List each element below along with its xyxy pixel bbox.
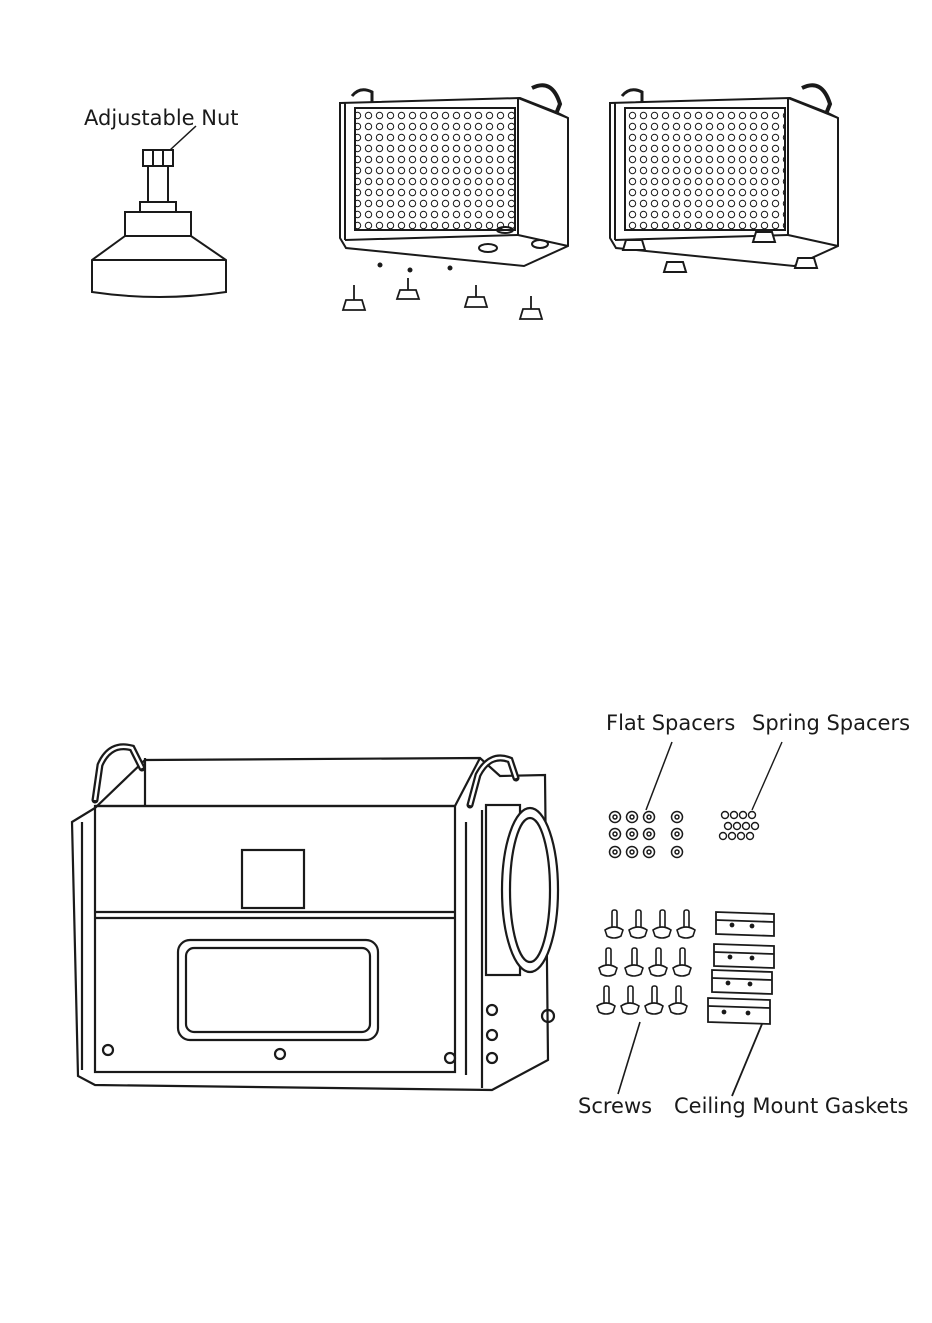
unit-without-feet-illustration xyxy=(340,85,568,271)
screw xyxy=(649,948,667,976)
screw xyxy=(669,986,687,1014)
loose-feet-illustration xyxy=(343,278,542,319)
flat-spacer xyxy=(610,829,621,840)
flat-spacer xyxy=(610,847,621,858)
flat-spacer xyxy=(644,829,655,840)
adjustable-foot-illustration xyxy=(92,126,226,297)
loose-foot-4 xyxy=(520,296,542,319)
label-ceiling-mount-gaskets: Ceiling Mount Gaskets xyxy=(674,1096,909,1117)
screw xyxy=(677,910,695,938)
screw xyxy=(629,910,647,938)
flat-spacer xyxy=(672,829,683,840)
flat-spacer xyxy=(627,812,638,823)
gasket xyxy=(714,944,774,968)
loose-foot-1 xyxy=(343,285,365,310)
label-screws: Screws xyxy=(578,1096,652,1117)
screws-illustration xyxy=(597,910,695,1094)
ceiling-mount-gaskets-illustration xyxy=(708,912,774,1096)
flat-spacer xyxy=(610,812,621,823)
unit-with-feet-illustration xyxy=(610,85,838,272)
screw xyxy=(653,910,671,938)
spring-spacers-illustration xyxy=(720,742,783,840)
loose-foot-3 xyxy=(465,285,487,307)
label-adjustable-nut: Adjustable Nut xyxy=(84,108,239,129)
loose-foot-2 xyxy=(397,278,419,299)
gasket xyxy=(712,970,772,994)
screw xyxy=(597,986,615,1014)
dehumidifier-front-illustration xyxy=(72,747,558,1090)
flat-spacer xyxy=(627,829,638,840)
flat-spacers-illustration xyxy=(610,742,683,858)
screw xyxy=(673,948,691,976)
flat-spacer xyxy=(627,847,638,858)
flat-spacer xyxy=(672,847,683,858)
screw xyxy=(621,986,639,1014)
label-flat-spacers: Flat Spacers xyxy=(606,713,735,734)
screw xyxy=(605,910,623,938)
flat-spacer xyxy=(672,812,683,823)
screw xyxy=(645,986,663,1014)
screw xyxy=(599,948,617,976)
gasket xyxy=(708,998,770,1024)
label-spring-spacers: Spring Spacers xyxy=(752,713,910,734)
flat-spacer xyxy=(644,847,655,858)
flat-spacer xyxy=(644,812,655,823)
gasket xyxy=(716,912,774,936)
screw xyxy=(625,948,643,976)
